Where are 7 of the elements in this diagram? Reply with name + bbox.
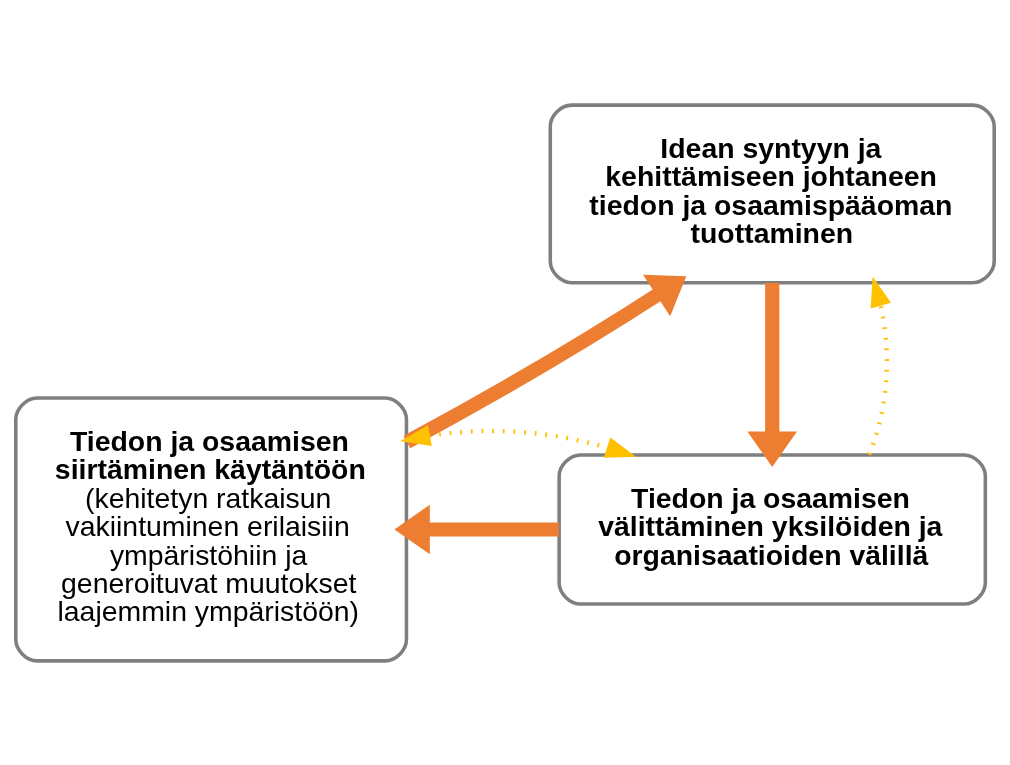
arrow [867,275,892,455]
arrow [747,282,798,467]
node-box: Tiedon ja osaamisen välittäminen yksilöiden ja organisaatioiden välillä [557,452,988,606]
arrow [400,424,636,458]
node-box: Tiedon ja osaamisen siirtäminen käytäntöön (kehitetyn ratkaisun vakiintuminen erilaisiin ympäristöhiin ja generoituvat muutokset laajemmin ympäristöön) [14,395,409,663]
node-box: Idean syntyyn ja kehittämiseen johtaneen tiedon ja osaamispääoman tuottaminen [548,102,996,284]
arrow [394,504,559,554]
